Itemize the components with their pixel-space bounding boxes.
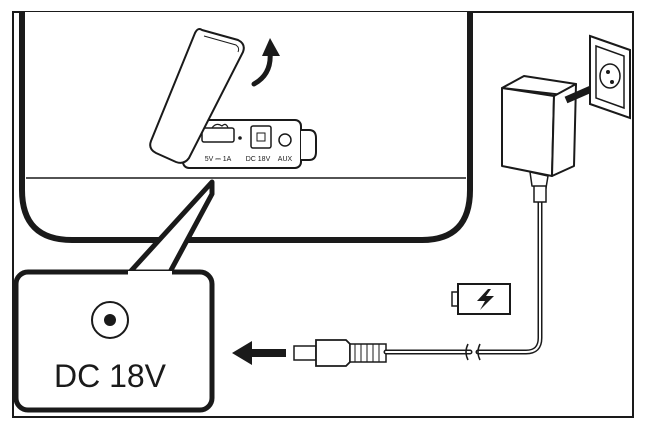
cable-break [465,343,481,361]
port-cover [149,28,245,164]
port-panel: 5V ⎓ 1A DC 18V AUX [182,119,317,169]
insert-arrow-icon [232,341,286,365]
dc-plug [293,339,387,367]
logo-mark [211,123,229,129]
status-led [238,136,242,140]
dc-port [250,125,272,149]
aux-label: AUX [278,156,293,163]
usb-label: 5V ⎓ 1A [205,156,232,163]
aux-port [278,133,292,147]
dc-port-label: DC 18V [246,156,271,163]
callout-pointer [128,179,215,274]
battery-charging-icon [451,283,511,315]
callout-box [13,269,215,413]
dc-jack-icon [91,301,129,339]
rotate-arrow-icon [251,38,280,87]
power-adapter-icon [501,75,577,203]
callout-label: DC 18V [54,358,167,394]
wall-socket-icon [589,34,631,120]
usb-port [201,127,235,143]
